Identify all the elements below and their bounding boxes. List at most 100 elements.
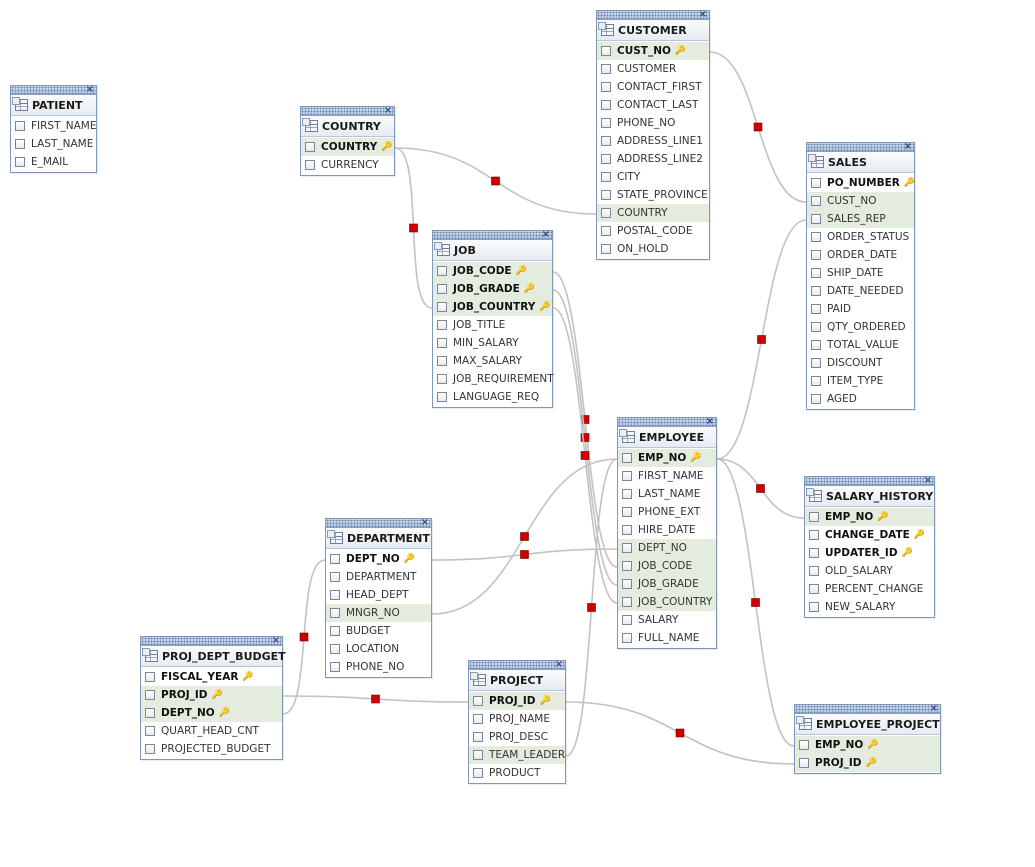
table-drag-handle[interactable]: × <box>597 9 709 20</box>
column-checkbox[interactable] <box>145 708 155 718</box>
column-checkbox[interactable] <box>811 214 821 224</box>
column-row[interactable]: PHONE_NO <box>597 114 709 132</box>
table-drag-handle[interactable]: × <box>433 229 552 240</box>
column-row[interactable]: SALARY <box>618 611 716 629</box>
column-row[interactable]: ORDER_DATE <box>807 246 914 264</box>
column-row[interactable]: MAX_SALARY <box>433 352 552 370</box>
column-row[interactable]: JOB_COUNTRY🔑 <box>433 298 552 316</box>
relationship-marker[interactable] <box>409 223 418 233</box>
column-row[interactable]: LAST_NAME <box>618 485 716 503</box>
column-row[interactable]: JOB_TITLE <box>433 316 552 334</box>
column-row[interactable]: PO_NUMBER🔑 <box>807 174 915 192</box>
column-row[interactable]: DEPT_NO <box>618 539 716 557</box>
column-row[interactable]: EMP_NO🔑 <box>805 508 934 526</box>
column-checkbox[interactable] <box>601 46 611 56</box>
column-checkbox[interactable] <box>330 662 340 672</box>
column-row[interactable]: JOB_REQUIREMENT <box>433 370 554 388</box>
column-row[interactable]: PROJ_ID🔑 <box>469 692 565 710</box>
column-row[interactable]: DEPT_NO🔑 <box>326 550 431 568</box>
table-header[interactable]: PATIENT <box>11 95 96 116</box>
column-checkbox[interactable] <box>811 358 821 368</box>
table-drag-handle[interactable]: × <box>807 141 914 152</box>
column-row[interactable]: PHONE_NO <box>326 658 431 676</box>
table-header[interactable]: PROJ_DEPT_BUDGET <box>141 646 286 667</box>
column-checkbox[interactable] <box>330 608 340 618</box>
close-icon[interactable]: × <box>271 635 280 646</box>
column-checkbox[interactable] <box>811 250 821 260</box>
column-checkbox[interactable] <box>811 196 821 206</box>
relationship-marker[interactable] <box>580 451 590 460</box>
column-checkbox[interactable] <box>330 644 340 654</box>
column-row[interactable]: FISCAL_YEAR🔑 <box>141 668 282 686</box>
close-icon[interactable]: × <box>903 141 912 152</box>
column-row[interactable]: PROJ_DESC <box>469 728 565 746</box>
column-row[interactable]: ITEM_TYPE <box>807 372 914 390</box>
table-drag-handle[interactable]: × <box>326 517 431 528</box>
column-row[interactable]: E_MAIL <box>11 153 96 171</box>
close-icon[interactable]: × <box>554 659 563 670</box>
column-row[interactable]: PROJ_ID🔑 <box>795 754 940 772</box>
column-checkbox[interactable] <box>809 602 819 612</box>
column-checkbox[interactable] <box>15 139 25 149</box>
table-header[interactable]: JOB <box>433 240 552 261</box>
column-checkbox[interactable] <box>473 732 483 742</box>
column-checkbox[interactable] <box>811 178 821 188</box>
column-checkbox[interactable] <box>145 726 155 736</box>
column-checkbox[interactable] <box>145 690 155 700</box>
relationship-marker[interactable] <box>587 603 596 612</box>
column-checkbox[interactable] <box>601 154 611 164</box>
column-row[interactable]: BUDGET <box>326 622 431 640</box>
column-row[interactable]: CUST_NO🔑 <box>597 42 709 60</box>
column-row[interactable]: JOB_GRADE <box>618 575 716 593</box>
column-checkbox[interactable] <box>330 590 340 600</box>
column-row[interactable]: SHIP_DATE <box>807 264 914 282</box>
column-row[interactable]: PROJ_ID🔑 <box>141 686 282 704</box>
column-row[interactable]: LANGUAGE_REQ <box>433 388 552 406</box>
column-checkbox[interactable] <box>622 615 632 625</box>
column-row[interactable]: CUST_NO <box>807 192 914 210</box>
column-row[interactable]: LOCATION <box>326 640 431 658</box>
column-row[interactable]: POSTAL_CODE <box>597 222 709 240</box>
column-checkbox[interactable] <box>601 244 611 254</box>
close-icon[interactable]: × <box>383 105 392 116</box>
table-header[interactable]: EMPLOYEE <box>618 427 716 448</box>
column-checkbox[interactable] <box>811 340 821 350</box>
relationship-marker[interactable] <box>757 335 766 344</box>
table-header[interactable]: CUSTOMER <box>597 20 709 41</box>
close-icon[interactable]: × <box>541 229 550 240</box>
column-row[interactable]: ADDRESS_LINE2 <box>597 150 709 168</box>
relationship-marker[interactable] <box>675 728 685 738</box>
column-checkbox[interactable] <box>601 226 611 236</box>
relationship-marker[interactable] <box>299 632 309 642</box>
column-row[interactable]: UPDATER_ID🔑 <box>805 544 934 562</box>
column-checkbox[interactable] <box>437 374 447 384</box>
column-checkbox[interactable] <box>601 190 611 200</box>
close-icon[interactable]: × <box>705 416 714 427</box>
column-row[interactable]: QUART_HEAD_CNT <box>141 722 282 740</box>
column-row[interactable]: CITY <box>597 168 709 186</box>
table-drag-handle[interactable]: × <box>618 416 716 427</box>
column-row[interactable]: FULL_NAME <box>618 629 716 647</box>
column-row[interactable]: PROJECTED_BUDGET <box>141 740 282 758</box>
column-row[interactable]: DEPARTMENT <box>326 568 431 586</box>
column-checkbox[interactable] <box>437 266 447 276</box>
column-checkbox[interactable] <box>622 597 632 607</box>
relationship-marker[interactable] <box>520 550 529 559</box>
column-row[interactable]: FIRST_NAME <box>618 467 716 485</box>
column-row[interactable]: STATE_PROVINCE <box>597 186 709 204</box>
column-row[interactable]: PAID <box>807 300 914 318</box>
column-row[interactable]: JOB_CODE <box>618 557 716 575</box>
column-row[interactable]: CURRENCY <box>301 156 394 174</box>
column-checkbox[interactable] <box>811 286 821 296</box>
column-row[interactable]: COUNTRY🔑 <box>301 138 394 156</box>
close-icon[interactable]: × <box>85 84 94 95</box>
column-checkbox[interactable] <box>601 208 611 218</box>
column-row[interactable]: CUSTOMER <box>597 60 709 78</box>
relationship-marker[interactable] <box>520 532 529 541</box>
column-checkbox[interactable] <box>622 453 632 463</box>
